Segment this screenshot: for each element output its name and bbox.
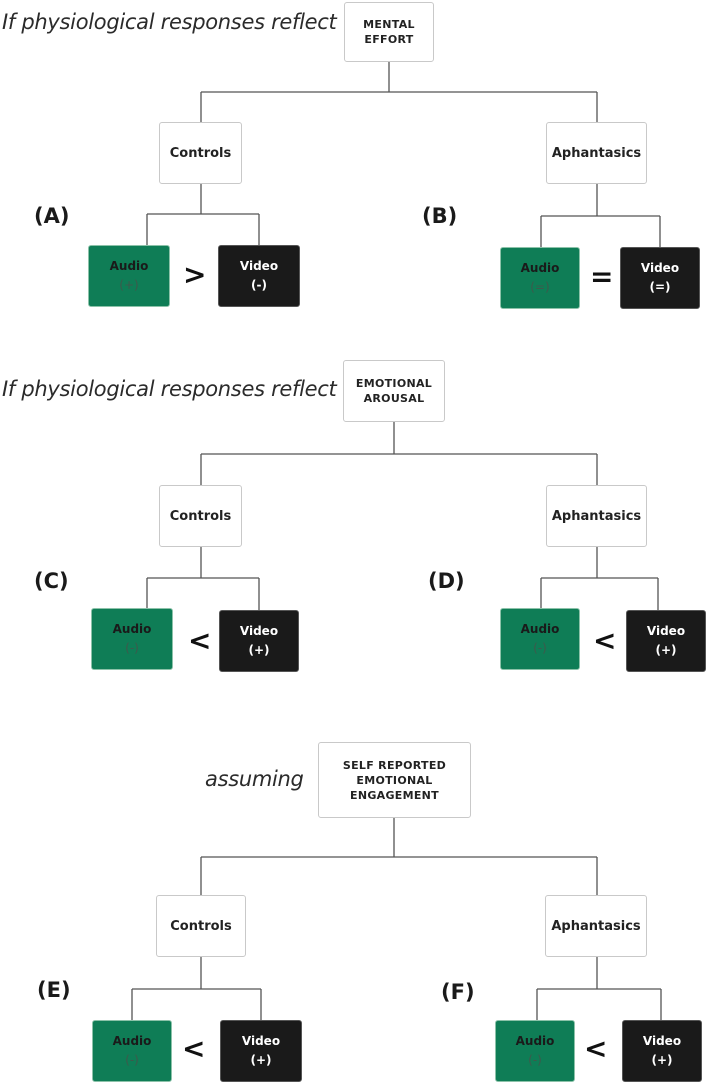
- emotional-arousal-node: EMOTIONAL AROUSAL: [343, 360, 445, 422]
- controls-node-c: Controls: [159, 485, 242, 547]
- lead-text-assuming: assuming: [205, 767, 304, 791]
- connector-line: [146, 184, 260, 245]
- audio-label: Audio: [109, 259, 149, 273]
- controls-node-a: Controls: [159, 122, 242, 184]
- node-line: EMOTIONAL: [356, 773, 433, 787]
- audio-box-d: Audio (-): [500, 608, 580, 670]
- operator-b: =: [590, 260, 614, 293]
- audio-box-f: Audio (-): [495, 1020, 575, 1082]
- audio-label: Audio: [520, 622, 560, 636]
- audio-label: Audio: [520, 261, 560, 275]
- panel-label-f: (F): [441, 980, 475, 1004]
- video-sign: (+): [651, 1053, 673, 1067]
- node-line: ENGAGEMENT: [350, 788, 439, 802]
- audio-label: Audio: [515, 1034, 555, 1048]
- panel-label-c: (C): [34, 569, 69, 593]
- video-label: Video: [642, 1034, 682, 1048]
- audio-sign: (-): [125, 1053, 139, 1067]
- connector-line: [200, 422, 598, 485]
- controls-node-e: Controls: [156, 895, 246, 957]
- node-line: EMOTIONAL: [355, 377, 433, 390]
- audio-sign: (-): [533, 641, 547, 655]
- video-box-e: Video (+): [220, 1020, 302, 1082]
- aphantasics-node-d: Aphantasics: [546, 485, 647, 547]
- video-sign: (+): [655, 643, 677, 657]
- operator-d: <: [593, 624, 617, 657]
- operator-a: >: [183, 258, 207, 291]
- connector-line: [536, 957, 662, 1020]
- connector-line: [200, 62, 598, 122]
- node-label: Controls: [169, 145, 232, 161]
- audio-sign: (-): [125, 641, 139, 655]
- video-label: Video: [646, 624, 686, 638]
- mental-effort-node: MENTAL EFFORT: [344, 2, 434, 62]
- node-line: MENTAL: [363, 18, 415, 31]
- panel-label-b: (B): [422, 204, 458, 228]
- node-line: EFFORT: [364, 33, 414, 46]
- aphantasics-node-b: Aphantasics: [546, 122, 647, 184]
- video-box-c: Video (+): [219, 610, 299, 672]
- audio-sign: (-): [528, 1053, 542, 1067]
- connector-line: [146, 547, 260, 610]
- connector-line: [200, 818, 598, 895]
- node-line: SELF REPORTED: [342, 758, 447, 772]
- lead-text-mental-effort: If physiological responses reflect: [2, 10, 337, 34]
- connector-line: [540, 184, 661, 247]
- audio-label: Audio: [112, 1034, 152, 1048]
- video-box-b: Video (=): [620, 247, 700, 309]
- node-label: Aphantasics: [551, 145, 642, 161]
- panel-label-d: (D): [428, 569, 465, 593]
- node-label: Controls: [170, 918, 232, 934]
- video-box-d: Video (+): [626, 610, 706, 672]
- operator-c: <: [188, 624, 212, 657]
- connector-line: [131, 957, 262, 1020]
- video-box-f: Video (+): [622, 1020, 702, 1082]
- audio-box-b: Audio (=): [500, 247, 580, 309]
- video-label: Video: [239, 259, 279, 273]
- self-reported-engagement-node: SELF REPORTED EMOTIONAL ENGAGEMENT: [318, 742, 471, 818]
- video-label: Video: [241, 1034, 281, 1048]
- audio-box-a: Audio (+): [88, 245, 170, 307]
- video-label: Video: [239, 624, 279, 638]
- lead-text-emotional-arousal: If physiological responses reflect: [2, 377, 337, 401]
- node-label: Aphantasics: [551, 508, 642, 524]
- video-sign: (+): [250, 1053, 272, 1067]
- aphantasics-node-f: Aphantasics: [545, 895, 647, 957]
- node-line: AROUSAL: [363, 392, 425, 405]
- panel-label-a: (A): [34, 204, 70, 228]
- audio-sign: (=): [530, 280, 550, 294]
- operator-f: <: [584, 1032, 608, 1065]
- video-sign: (=): [649, 280, 671, 294]
- node-label: Controls: [169, 508, 232, 524]
- operator-e: <: [182, 1032, 206, 1065]
- panel-label-e: (E): [37, 978, 71, 1002]
- audio-box-c: Audio (-): [91, 608, 173, 670]
- video-label: Video: [640, 261, 680, 275]
- connector-line: [540, 547, 659, 610]
- video-sign: (-): [251, 278, 267, 292]
- audio-box-e: Audio (-): [92, 1020, 172, 1082]
- audio-sign: (+): [119, 278, 139, 292]
- video-sign: (+): [248, 643, 270, 657]
- video-box-a: Video (-): [218, 245, 300, 307]
- node-label: Aphantasics: [551, 918, 641, 934]
- audio-label: Audio: [112, 622, 152, 636]
